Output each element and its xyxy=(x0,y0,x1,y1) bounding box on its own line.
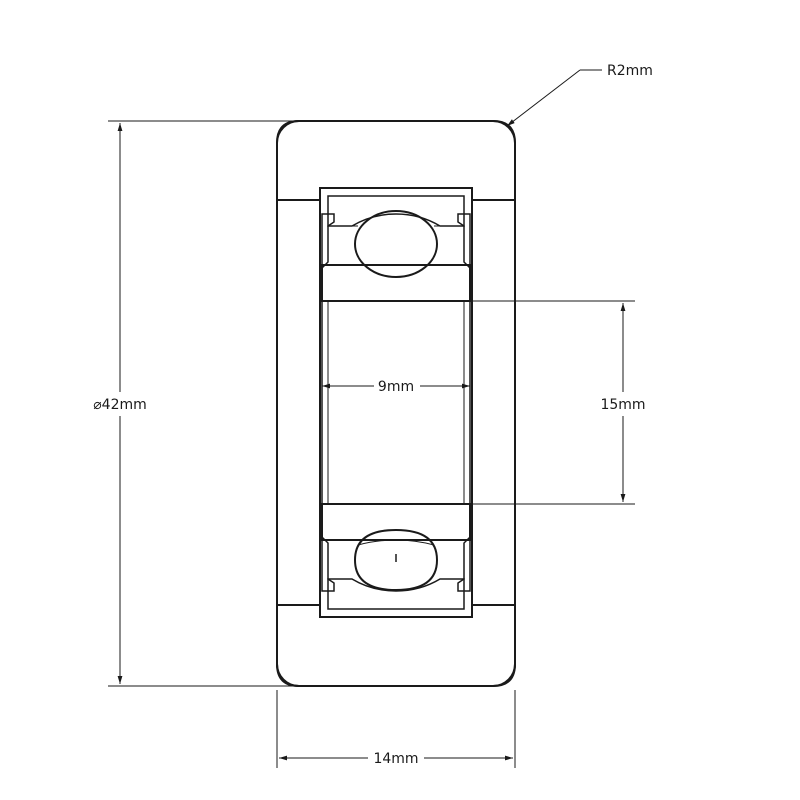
bottom-ball-edge xyxy=(357,539,435,546)
top-ball xyxy=(354,210,438,278)
radius-leader xyxy=(506,69,581,127)
top-left-seal xyxy=(321,213,335,270)
bottom-ball xyxy=(353,528,439,592)
radius-label: R2mm xyxy=(607,63,653,79)
bottom-inner-race xyxy=(321,503,471,541)
outer-diameter-label: ⌀42mm xyxy=(93,397,147,413)
bore-label: 9mm xyxy=(378,379,414,395)
outer-tyre-outline xyxy=(276,120,516,687)
inner-height-label: 15mm xyxy=(600,397,645,413)
width-label: 14mm xyxy=(373,751,418,767)
bottom-left-seal xyxy=(321,535,335,592)
top-inner-race xyxy=(321,264,471,302)
bottom-outer-race xyxy=(327,578,465,610)
top-right-seal xyxy=(457,213,471,270)
bottom-right-seal xyxy=(457,535,471,592)
bearing-outer-ring xyxy=(319,187,473,618)
